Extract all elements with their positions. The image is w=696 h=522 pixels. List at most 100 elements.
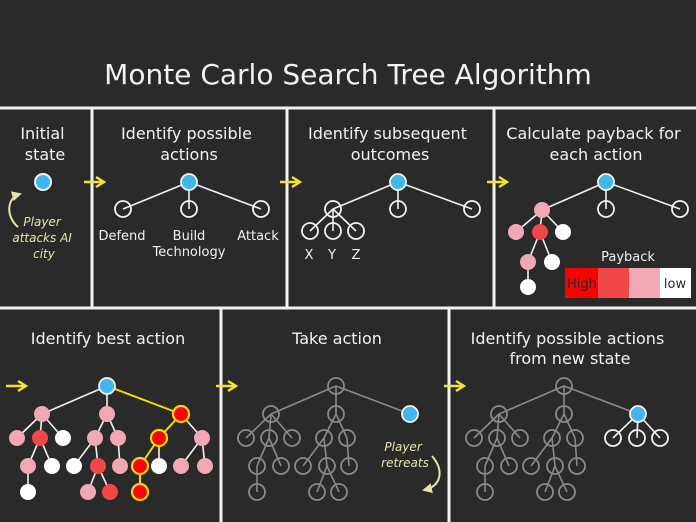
tree-best	[9, 377, 213, 502]
current-state-node	[389, 173, 407, 191]
tree-outcomes	[301, 173, 481, 240]
curved-arrow-icon	[8, 191, 22, 228]
panel-title-line: actions	[160, 145, 218, 164]
flow-arrow-icon	[6, 379, 29, 393]
tree-node	[262, 405, 280, 423]
flow-arrow-icon	[216, 379, 239, 393]
panel-calculate-payback: Calculate payback for each action Paybac…	[506, 124, 691, 298]
tree-node	[99, 406, 115, 422]
panel-subsequent-outcomes: Identify subsequent outcomes X Y Z	[301, 124, 481, 263]
panel-title-line: each action	[550, 145, 643, 164]
tree-node	[248, 457, 266, 475]
note-line: retreats	[381, 456, 429, 470]
tree-node	[237, 429, 255, 447]
tree-node	[500, 457, 518, 475]
tree-node	[555, 405, 573, 423]
panel-take-action: Take action Player retreats	[237, 329, 441, 501]
tree-node	[149, 428, 169, 448]
tree-node	[543, 429, 561, 447]
tree-edge	[309, 208, 334, 232]
panel-title-line: Identify possible actions	[471, 329, 665, 348]
panel-title: Take action	[291, 329, 382, 348]
tree-node	[283, 429, 301, 447]
tree-node	[651, 429, 669, 447]
tree-edge	[245, 413, 272, 439]
tree-node	[671, 200, 689, 218]
tree-node	[544, 254, 560, 270]
flow-arrow-icon	[280, 175, 303, 189]
tree-node	[90, 458, 106, 474]
tree-edge	[496, 437, 510, 467]
flow-arrow-icon	[487, 175, 510, 189]
tree-node	[338, 429, 356, 447]
legend-title: Payback	[601, 250, 655, 265]
legend-label-low: low	[664, 277, 687, 292]
tree-node	[173, 458, 189, 474]
panel-title-line: from new state	[509, 349, 630, 368]
tree-node	[490, 405, 508, 423]
tree-node	[294, 457, 312, 475]
current-state-node	[180, 173, 198, 191]
tree-node	[301, 222, 319, 240]
tree-edge	[544, 465, 556, 493]
tree-node	[546, 457, 564, 475]
annotation-note: Player attacks AI city	[12, 215, 75, 261]
panel-title-line: outcomes	[351, 145, 430, 164]
tree-node	[315, 429, 333, 447]
panel-title-line: Identify possible	[121, 124, 252, 143]
tree-edge	[106, 385, 182, 415]
tree-node	[197, 458, 213, 474]
panel-title-line: state	[25, 145, 66, 164]
tree-edge	[268, 437, 282, 467]
panel-possible-actions: Identify possible actions Defend Build T…	[98, 124, 279, 260]
tree-node	[465, 429, 483, 447]
tree-edge	[498, 385, 565, 415]
action-label-defend: Defend	[98, 229, 145, 244]
tree-node	[20, 458, 36, 474]
legend-swatch-mid-high	[598, 268, 629, 298]
note-line: Player	[384, 440, 422, 454]
tree-node	[532, 224, 548, 240]
current-state-node	[98, 377, 116, 395]
panel-initial-state: Initial state Player attacks AI city	[8, 124, 75, 261]
panel-title-line: Identify subsequent	[308, 124, 467, 143]
tree-edge	[574, 437, 578, 467]
tree-node	[130, 456, 150, 476]
tree-node	[604, 429, 622, 447]
action-label-technology: Technology	[152, 245, 226, 260]
panel-title: Calculate payback for each action	[506, 124, 685, 164]
tree-edge	[302, 437, 325, 467]
note-line: attacks AI	[12, 231, 72, 245]
tree-node	[272, 457, 290, 475]
flow-arrow-icon	[444, 379, 467, 393]
tree-node	[180, 200, 198, 218]
tree-node	[55, 430, 71, 446]
tree-edge	[335, 385, 411, 415]
tree-node	[102, 484, 118, 500]
current-state-node	[629, 405, 647, 423]
tree-edge	[563, 413, 576, 439]
tree-node	[522, 457, 540, 475]
tree-actions	[114, 173, 270, 218]
panel-dividers	[0, 106, 696, 522]
current-state-node	[401, 405, 419, 423]
tree-edge	[530, 437, 553, 467]
tree-node	[628, 429, 646, 447]
tree-node	[534, 202, 550, 218]
panel-title: Identify possible actions	[121, 124, 257, 164]
current-state-node	[597, 173, 615, 191]
action-label-attack: Attack	[237, 229, 279, 244]
tree-node	[87, 430, 103, 446]
tree-node	[80, 484, 96, 500]
tree-edge	[256, 437, 270, 467]
tree-node	[252, 200, 270, 218]
outcome-label-x: X	[305, 248, 314, 263]
panel-title: Identify subsequent outcomes	[308, 124, 472, 164]
tree-node	[476, 483, 494, 501]
tree-node	[324, 200, 342, 218]
tree-edge	[397, 181, 473, 210]
tree-node	[520, 254, 536, 270]
tree-node	[44, 458, 60, 474]
outcome-label-y: Y	[327, 248, 336, 263]
